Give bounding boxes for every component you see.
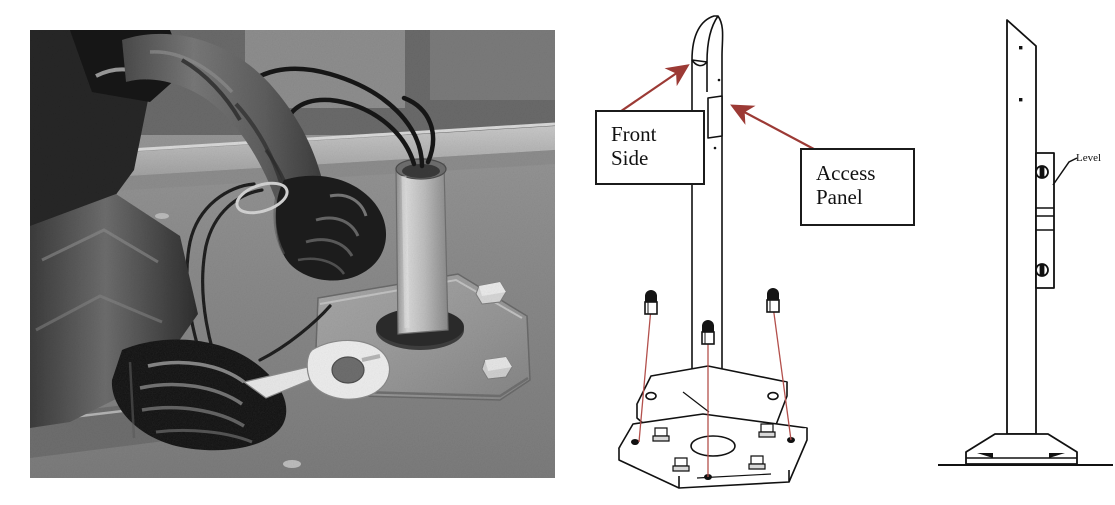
upper-plate-hole-right — [767, 391, 779, 401]
nut-back-right — [758, 423, 776, 438]
callout-access-panel-line1: Access — [816, 161, 876, 186]
anchor-bolt-left — [644, 290, 658, 315]
deck-speck-1 — [283, 460, 301, 468]
pole-hole-lower — [713, 146, 717, 150]
pipe-bore — [402, 164, 440, 178]
post-body — [1006, 19, 1037, 435]
photo-content — [30, 30, 555, 478]
level-canvas — [938, 19, 1113, 466]
callout-access-panel-line2: Panel — [816, 185, 863, 209]
wrench-jaw-opening — [331, 356, 365, 384]
spirit-level-tool — [1035, 152, 1055, 289]
shim-wedge-right-icon — [1049, 453, 1065, 458]
installation-photo — [30, 30, 555, 478]
wrist-cuff — [235, 181, 289, 215]
plate-top-highlight — [319, 278, 523, 319]
anchor-bolt-right — [766, 288, 780, 313]
lower-plate-center-hole — [690, 435, 736, 457]
anchor-nut-upper-right — [475, 281, 507, 305]
base-plate-profile — [965, 433, 1078, 465]
assembly-diagram — [575, 0, 935, 500]
upper-plate-detail-line — [682, 391, 710, 413]
pole-top-inner-curve — [691, 59, 708, 67]
access-panel-opening — [707, 95, 723, 139]
access-panel-arrow-icon — [730, 104, 828, 157]
lower-base-plate — [618, 413, 808, 489]
nut-back-left — [652, 427, 670, 442]
callout-front-side-line2: Side — [611, 145, 649, 170]
level-leader-line-icon — [1052, 157, 1078, 186]
post-hole-upper — [1019, 46, 1023, 50]
wrench-jaw-gap — [361, 354, 381, 362]
nut-front-left — [672, 457, 690, 472]
pole-hole-upper — [717, 78, 721, 82]
wrench-tool — [242, 339, 391, 400]
pole-group — [691, 15, 724, 382]
post-hole-lower — [1019, 98, 1023, 102]
post-elevation — [1006, 19, 1037, 435]
pipe-highlight — [401, 175, 410, 329]
assembly-line-left — [638, 307, 652, 443]
front-side-arrow-icon — [610, 64, 690, 119]
lower-plate-side-face — [618, 428, 808, 489]
callout-front-side[interactable]: Front Side — [595, 110, 705, 185]
lower-plate-hole-left — [630, 438, 639, 445]
worker-glove-upper — [273, 175, 387, 281]
pole-top-scallop — [691, 15, 719, 63]
assembly-canvas — [610, 15, 828, 489]
level-screw-lower — [1035, 263, 1049, 277]
level-screw-upper — [1035, 165, 1049, 179]
anchor-nut-group — [475, 281, 513, 380]
anchor-bolt-front — [701, 320, 715, 345]
level-diagram — [935, 0, 1115, 500]
background-block-right — [430, 30, 555, 100]
upper-plate-hole-left — [645, 391, 657, 401]
leveling-nut-group — [652, 423, 776, 472]
callout-access-panel[interactable]: Access Panel — [800, 148, 915, 226]
assembly-line-right — [772, 305, 792, 441]
nut-front-right — [748, 455, 766, 470]
callout-level-label: Level — [1076, 152, 1102, 164]
trouser-fold — [41, 228, 159, 264]
anchor-nut-lower-right — [481, 356, 513, 380]
photo-canvas — [30, 30, 555, 478]
pole-top-back-edge — [717, 15, 724, 57]
conduit-pipe — [395, 158, 449, 335]
base-plate-elevation — [938, 433, 1113, 466]
trouser-fold-2 — [35, 294, 163, 332]
plate-bottom-shadow — [359, 376, 529, 398]
worker-glove-lower — [111, 339, 287, 451]
callout-front-side-line1: Front — [611, 121, 657, 146]
shim-wedge-left-icon — [977, 453, 993, 458]
level-body — [1035, 152, 1055, 289]
deck-speck-2 — [155, 213, 169, 219]
assembly-trajectory-group — [638, 288, 792, 477]
